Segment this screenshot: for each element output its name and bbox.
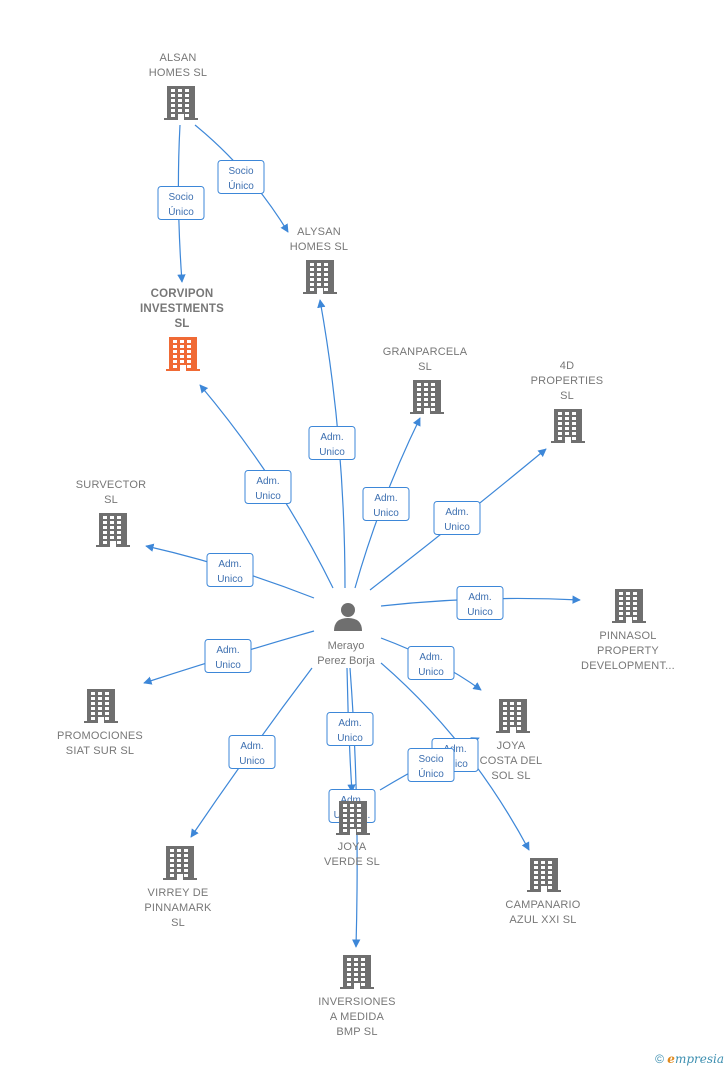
copyright-symbol: © <box>655 1052 664 1066</box>
edge-label-merayo-corvipon[interactable]: Adm.Unico <box>244 470 292 504</box>
edge-label-text: Adm.Unico <box>239 741 265 767</box>
building-icon[interactable] <box>303 260 337 294</box>
edge-label-text: Adm.Unico <box>255 476 281 502</box>
building-icon[interactable] <box>340 955 374 989</box>
edge-label-merayo-joyacosta[interactable]: Adm.Unico <box>407 646 455 680</box>
building-icon[interactable] <box>410 380 444 414</box>
edge-label-merayo-pinnasol[interactable]: Adm.Unico <box>456 586 504 620</box>
footer-brand[interactable]: © empresia <box>655 1052 724 1066</box>
edge-label-merayo-granparcela[interactable]: Adm.Unico <box>362 487 410 521</box>
edge-label-text: Adm.Unico <box>319 432 345 458</box>
building-icon[interactable] <box>336 801 370 835</box>
edge-label-merayo-alysan[interactable]: Adm.Unico <box>308 426 356 460</box>
building-icon[interactable] <box>496 699 530 733</box>
building-icon[interactable] <box>612 589 646 623</box>
edge-label-merayo-virrey[interactable]: Adm.Unico <box>228 735 276 769</box>
edge-label-text: Adm.Unico <box>337 718 363 744</box>
brand-logo: empresia <box>667 1052 724 1066</box>
building-icon[interactable] <box>96 513 130 547</box>
edge-label-merayo-joyaverde[interactable]: Adm.Unico <box>326 712 374 746</box>
edge-label-text: Adm.Unico <box>444 507 470 533</box>
edge-label-text: Adm.Unico <box>442 744 468 770</box>
edge-label-text: Adm.Unico <box>373 493 399 519</box>
edge-label-text: Adm.Unico <box>418 652 444 678</box>
building-icon[interactable] <box>551 409 585 443</box>
edge-label-merayo-promociones[interactable]: Adm.Unico <box>204 639 252 673</box>
building-icon[interactable] <box>164 86 198 120</box>
building-icon[interactable] <box>527 858 561 892</box>
edge-label-merayo-4d[interactable]: Adm.Unico <box>433 501 481 535</box>
building-icon[interactable] <box>166 337 200 371</box>
edge-label-text: Adm.Unico <box>215 645 241 671</box>
building-icon[interactable] <box>163 846 197 880</box>
edge-label-text: Adm.Unico <box>217 559 243 585</box>
building-icon[interactable] <box>84 689 118 723</box>
edge-label-merayo-survector[interactable]: Adm.Unico <box>206 553 254 587</box>
person-icon[interactable] <box>334 603 362 631</box>
edge-label-text: Adm.Unico <box>467 592 493 618</box>
